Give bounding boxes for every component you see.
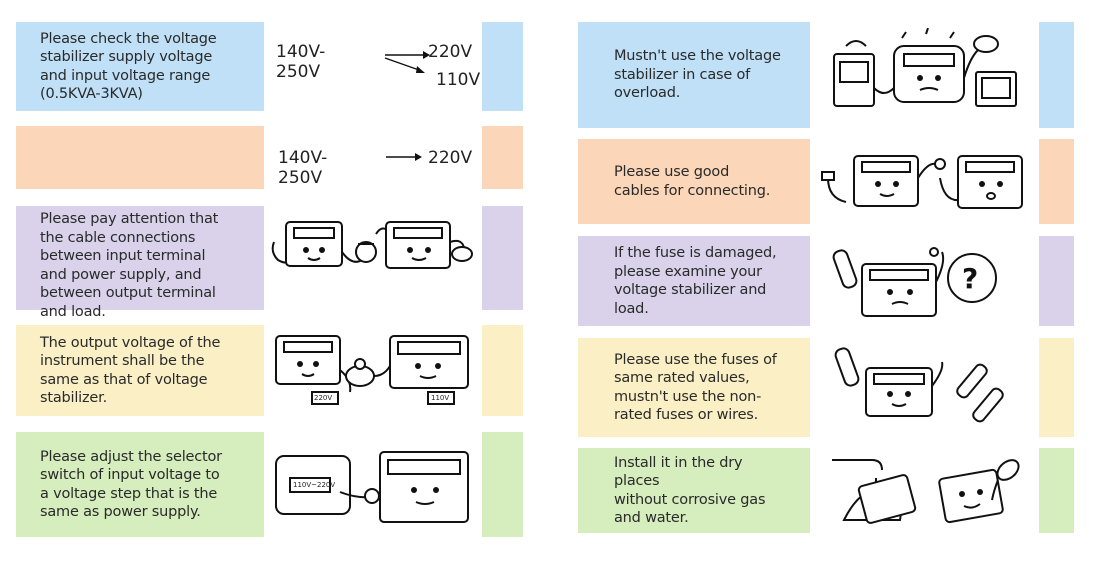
output-voltage-220-2: 220V: [428, 148, 473, 168]
good-cables-illustration: [818, 148, 1032, 218]
overload-illustration: [826, 28, 1034, 118]
left-row-5-sidebar: [482, 432, 523, 537]
output-voltage-110: 110V: [436, 70, 481, 90]
right-row-5-label: Install it in the dry places without cor…: [578, 448, 810, 533]
dry-place-illustration: [830, 450, 1026, 530]
svg-text:?: ?: [962, 262, 978, 295]
output-voltage-220: 220V: [428, 42, 473, 62]
switch-label: 110V~220V: [293, 481, 336, 489]
left-row-5-label: Please adjust the selector switch of inp…: [16, 432, 264, 537]
left-row-3-label: Please pay attention that the cable conn…: [16, 206, 264, 320]
left-row-1-sidebar: [482, 22, 523, 111]
badge-220v: 220V: [314, 394, 333, 402]
left-row-4-sidebar: [482, 325, 523, 416]
right-row-3-label: If the fuse is damaged, please examine y…: [578, 236, 810, 326]
right-row-5-sidebar: [1039, 448, 1074, 533]
badge-110v: 110V: [431, 394, 450, 402]
input-voltage-range-2: 140V-250V: [278, 148, 328, 188]
right-row-3-sidebar: [1039, 236, 1074, 326]
selector-switch-illustration: [268, 440, 478, 532]
left-row-1-label: Please check the voltage stabilizer supp…: [16, 22, 264, 111]
left-row-2-label: [16, 126, 264, 189]
right-row-1-sidebar: [1039, 22, 1074, 128]
fuse-damaged-illustration: ?: [830, 242, 1020, 324]
input-voltage-range: 140V-250V: [276, 42, 326, 82]
right-row-4-label: Please use the fuses of same rated value…: [578, 338, 810, 437]
right-row-4-sidebar: [1039, 338, 1074, 437]
cable-connection-illustration: [266, 212, 478, 274]
right-row-2-sidebar: [1039, 139, 1074, 224]
left-row-2-sidebar: [482, 126, 523, 189]
left-row-3-sidebar: [482, 206, 523, 310]
right-row-2-label: Please use good cables for connecting.: [578, 139, 810, 224]
right-row-1-label: Mustn't use the voltage stabilizer in ca…: [578, 22, 810, 128]
output-voltage-illustration: [266, 330, 478, 410]
left-row-4-label: The output voltage of the instrument sha…: [16, 325, 264, 416]
rated-fuses-illustration: [830, 342, 1018, 424]
split-arrow-icon: [384, 51, 430, 73]
arrow-right-icon: [386, 153, 422, 161]
